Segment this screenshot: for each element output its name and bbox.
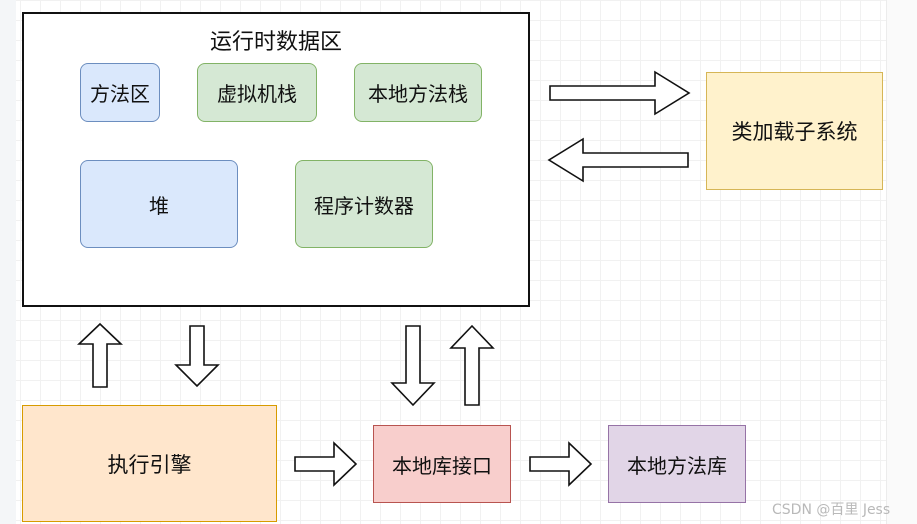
vm-stack-label: 虚拟机栈 bbox=[217, 82, 297, 106]
native-interface-box[interactable]: 本地库接口 bbox=[373, 425, 511, 503]
program-counter-label: 程序计数器 bbox=[314, 193, 414, 218]
arrow-right-engine-to-interface bbox=[294, 441, 358, 487]
native-library-label: 本地方法库 bbox=[627, 453, 727, 478]
method-area-box[interactable]: 方法区 bbox=[80, 63, 160, 122]
runtime-data-area[interactable]: 运行时数据区 bbox=[22, 12, 530, 307]
native-method-stack-label: 本地方法栈 bbox=[368, 82, 468, 106]
class-loader-label: 类加载子系统 bbox=[731, 120, 858, 144]
arrow-up-engine-to-runtime bbox=[77, 322, 123, 388]
native-library-box[interactable]: 本地方法库 bbox=[608, 425, 746, 503]
arrow-down-runtime-to-engine bbox=[174, 325, 220, 388]
execution-engine-box[interactable]: 执行引擎 bbox=[22, 405, 277, 522]
class-loader-box[interactable]: 类加载子系统 bbox=[706, 72, 883, 190]
heap-label: 堆 bbox=[149, 193, 169, 218]
method-area-label: 方法区 bbox=[90, 82, 150, 106]
watermark: CSDN @百里 Jess bbox=[772, 502, 891, 518]
right-panel-edge bbox=[886, 0, 917, 524]
arrow-up-interface-to-runtime bbox=[449, 324, 495, 406]
arrow-right-to-class-loader bbox=[549, 70, 691, 116]
native-method-stack-box[interactable]: 本地方法栈 bbox=[354, 63, 482, 122]
arrow-left-from-class-loader bbox=[547, 137, 689, 183]
execution-engine-label: 执行引擎 bbox=[107, 452, 192, 477]
arrow-down-runtime-to-interface bbox=[390, 325, 436, 407]
heap-box[interactable]: 堆 bbox=[80, 160, 238, 248]
program-counter-box[interactable]: 程序计数器 bbox=[295, 160, 433, 248]
arrow-right-interface-to-library bbox=[529, 441, 593, 487]
left-panel-edge bbox=[0, 0, 16, 524]
runtime-data-area-title: 运行时数据区 bbox=[209, 30, 342, 55]
vm-stack-box[interactable]: 虚拟机栈 bbox=[197, 63, 317, 122]
native-interface-label: 本地库接口 bbox=[392, 453, 492, 478]
